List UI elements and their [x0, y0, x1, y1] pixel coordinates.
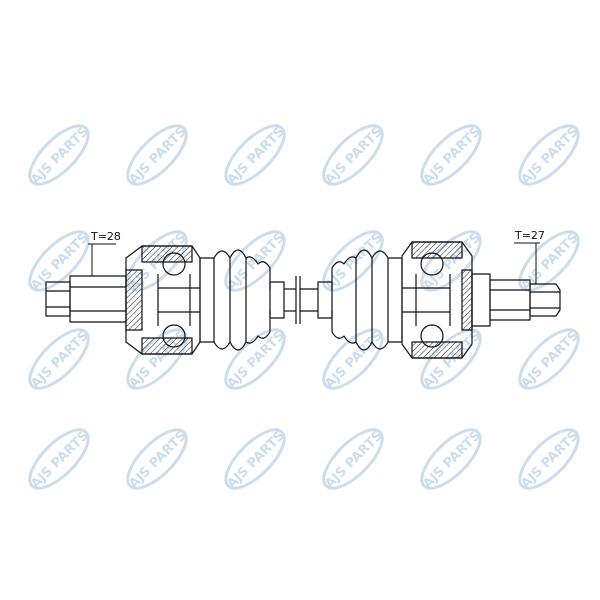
right-cv-joint — [401, 241, 473, 359]
ajs-parts-watermark-logo: AJS PARTS — [396, 206, 506, 316]
ajs-parts-watermark-logo: AJS PARTS — [494, 206, 600, 316]
ajs-parts-watermark-logo: AJS PARTS — [396, 100, 506, 210]
left-cv-joint — [125, 245, 201, 355]
ajs-parts-watermark-logo: AJS PARTS — [4, 206, 114, 316]
left-spline-leader — [88, 243, 116, 276]
ajs-parts-watermark-logo: AJS PARTS — [298, 304, 408, 414]
ajs-parts-watermark-logo: AJS PARTS — [298, 404, 408, 514]
ajs-parts-watermark-logo: AJS PARTS — [102, 404, 212, 514]
ajs-parts-watermark-logo: AJS PARTS — [494, 100, 600, 210]
central-shaft — [284, 276, 318, 324]
ajs-parts-watermark-logo: AJS PARTS — [298, 206, 408, 316]
left-spline-stub — [45, 275, 127, 323]
right-spline-leader — [514, 242, 540, 284]
right-spline-label: T=27 — [514, 229, 545, 242]
left-spline-label: T=28 — [90, 230, 121, 243]
ajs-parts-watermark-logo: AJS PARTS — [102, 100, 212, 210]
ajs-parts-watermark-logo: AJS PARTS — [494, 304, 600, 414]
right-boot — [317, 249, 403, 351]
ajs-parts-watermark-logo: AJS PARTS — [494, 404, 600, 514]
ajs-parts-watermark-logo: AJS PARTS — [200, 404, 310, 514]
ajs-parts-watermark-logo: AJS PARTS — [396, 404, 506, 514]
ajs-parts-watermark-logo: AJS PARTS — [298, 100, 408, 210]
ajs-parts-watermark-logo: AJS PARTS — [4, 304, 114, 414]
ajs-parts-watermark-logo: AJS PARTS — [4, 100, 114, 210]
ajs-parts-watermark-logo: AJS PARTS — [200, 100, 310, 210]
left-boot — [199, 249, 285, 351]
ajs-parts-watermark-logo: AJS PARTS — [4, 404, 114, 514]
right-spline-stub — [471, 273, 561, 327]
